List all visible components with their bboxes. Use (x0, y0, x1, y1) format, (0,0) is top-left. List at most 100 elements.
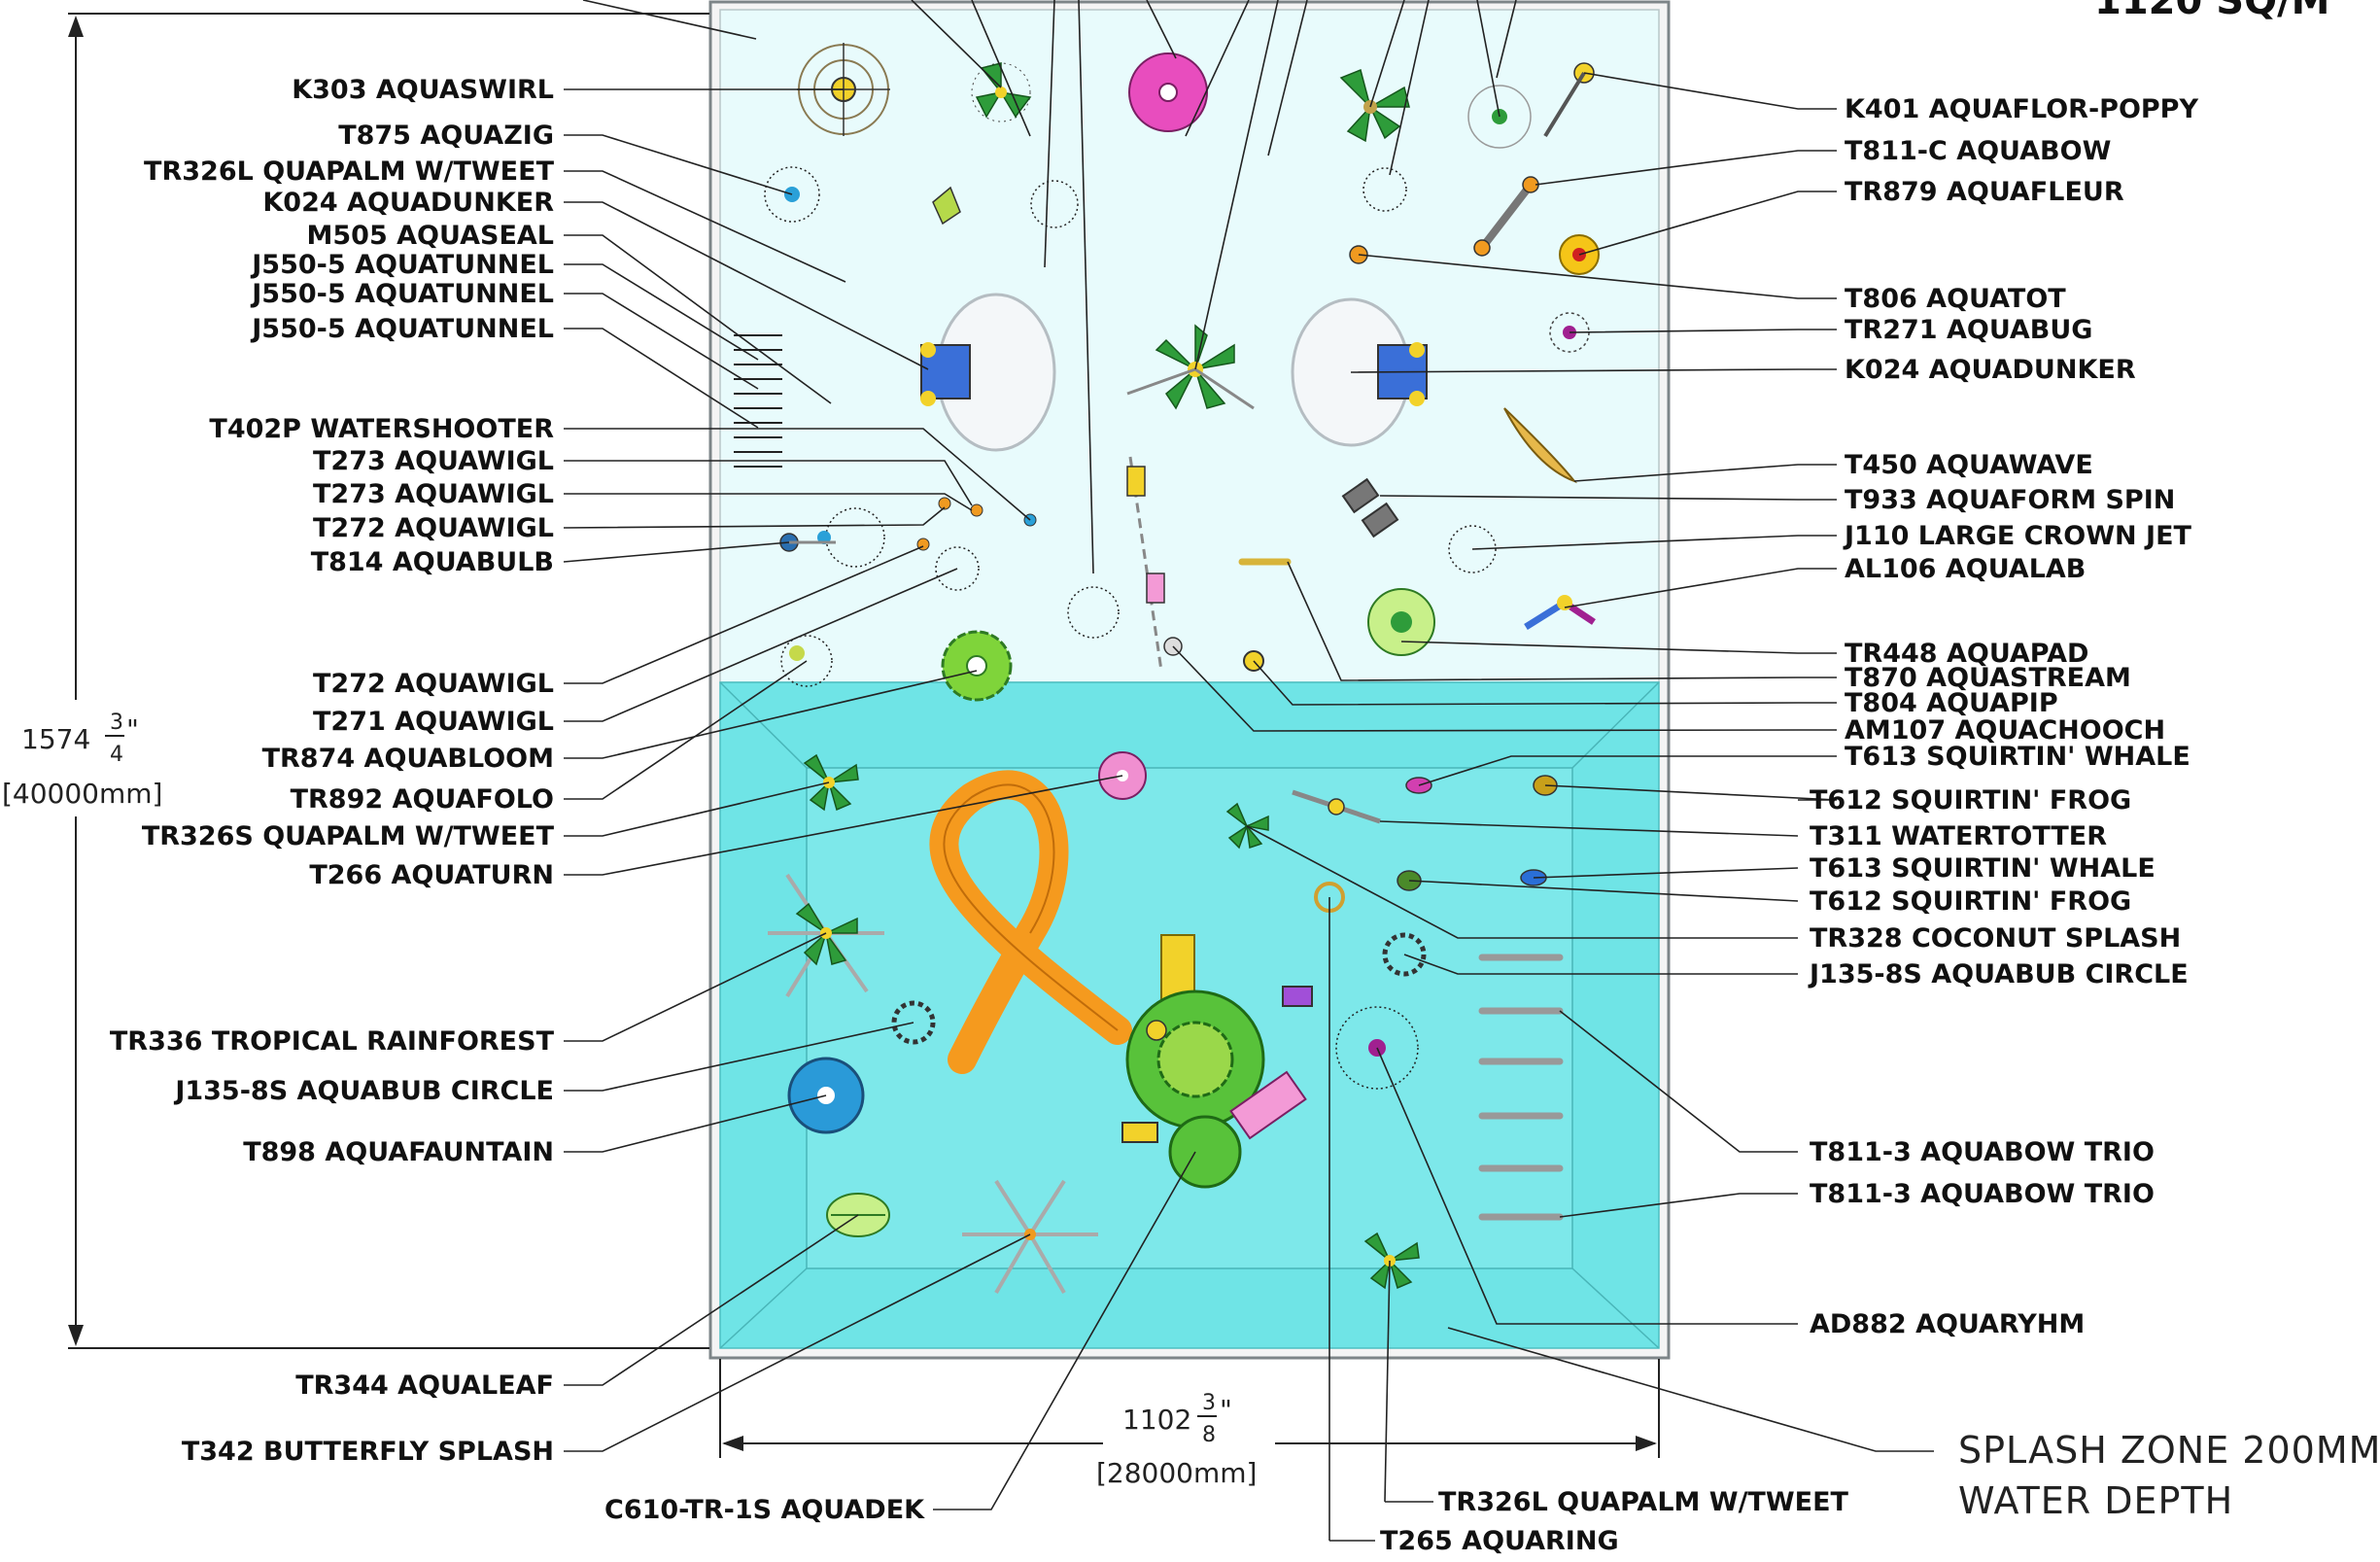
label-j550-aquatunnel: J550-5 AQUATUNNEL (250, 314, 554, 344)
label-tr879-aquafleur: TR879 AQUAFLEUR (1845, 177, 2124, 207)
label-t612-squirtin-frog: T612 SQUIRTIN' FROG (1810, 886, 2131, 917)
label-tr271-aquabug: TR271 AQUABUG (1845, 315, 2092, 345)
label-t898-aquafauntain: T898 AQUAFAUNTAIN (243, 1137, 554, 1167)
label-t613-squirtin-whale: T613 SQUIRTIN' WHALE (1810, 853, 2156, 884)
label-t875-aquazig: T875 AQUAZIG (338, 121, 554, 151)
width-imperial-den: 8 (1202, 1423, 1216, 1447)
aquachooch-icon (1126, 456, 1183, 672)
label-c610-aquadek: C610-TR-1S AQUADEK (604, 1495, 925, 1525)
label-m505-aquaseal: M505 AQUASEAL (307, 221, 554, 251)
aquabub-circle-icon (891, 1000, 936, 1045)
aquabub-circle-icon (1382, 932, 1427, 977)
aquaform-spin-icon (1341, 477, 1399, 538)
label-j135-aquabub-circle: J135-8S AQUABUB CIRCLE (173, 1076, 554, 1106)
label-j110-large-crown-jet: J110 LARGE CROWN JET (1843, 521, 2192, 551)
label-t402p-watershooter: T402P WATERSHOOTER (209, 414, 554, 444)
splash-zone-note: SPLASH ZONE 200MM (1958, 1429, 2380, 1472)
height-imperial-whole: 1574 (21, 723, 90, 755)
area-title: 1120 SQ/M (2094, 0, 2329, 23)
label-t933-aquaform-spin: T933 AQUAFORM SPIN (1845, 485, 2175, 515)
height-metric: [40000mm] (2, 778, 162, 810)
aquabloom-icon (941, 630, 1013, 702)
aquaflor-poppy-icon (1543, 62, 1595, 138)
aquabow-icon (1473, 176, 1539, 257)
spray-burst-icon (935, 546, 980, 591)
spray-burst-icon (1067, 586, 1120, 639)
label-tr326s-quapalm: TR326S QUAPALM W/TWEET (142, 821, 555, 851)
inch-mark: " (126, 713, 139, 746)
label-j550-aquatunnel: J550-5 AQUATUNNEL (250, 279, 554, 309)
right-labels-pool: T612 SQUIRTIN' FROG T311 WATERTOTTER T61… (1808, 785, 2189, 1339)
label-t870-aquastream: T870 AQUASTREAM (1845, 663, 2131, 693)
width-dimension: 1102 3 8 " [28000mm] (719, 1359, 1660, 1489)
label-t804-aquapip: T804 AQUAPIP (1845, 688, 2058, 718)
spray-burst-icon (1362, 167, 1407, 212)
spray-burst-icon (1030, 180, 1079, 228)
watertotter-icon (1292, 789, 1381, 824)
label-j135-aquabub-circle: J135-8S AQUABUB CIRCLE (1808, 959, 2189, 989)
water-depth-note: WATER DEPTH (1958, 1479, 2233, 1522)
label-j550-aquatunnel: J550-5 AQUATUNNEL (250, 250, 554, 280)
label-t271-aquawigl: T271 AQUAWIGL (313, 707, 554, 737)
label-t265-aquaring: T265 AQUARING (1380, 1526, 1619, 1556)
aquadek-structure-icon (929, 770, 1313, 1189)
label-t273-aquawigl: T273 AQUAWIGL (313, 479, 554, 509)
width-imperial-whole: 1102 (1122, 1404, 1191, 1436)
spray-burst-icon (1448, 525, 1497, 573)
tropical-rainforest-icon (768, 873, 884, 998)
aquazig-icon (932, 186, 961, 226)
label-tr448-aquapad: TR448 AQUAPAD (1845, 639, 2088, 669)
left-labels: K303 AQUASWIRL T875 AQUAZIG TR326L QUAPA… (110, 75, 555, 1467)
height-dimension: 1574 3 4 " [40000mm] (2, 13, 709, 1349)
label-t272-aquawigl: T272 AQUAWIGL (313, 513, 554, 543)
label-k024-aquadunker: K024 AQUADUNKER (262, 188, 554, 218)
label-k024-aquadunker: K024 AQUADUNKER (1845, 355, 2136, 385)
label-t613-squirtin-whale: T613 SQUIRTIN' WHALE (1845, 742, 2190, 772)
label-t814-aquabulb: T814 AQUABULB (311, 547, 554, 577)
bottom-labels: C610-TR-1S AQUADEK TR326L QUAPALM W/TWEE… (604, 1487, 1849, 1556)
height-imperial-num: 3 (110, 711, 123, 735)
label-ad882-aquaryhm: AD882 AQUARYHM (1810, 1309, 2085, 1339)
coconut-splash-icon (1225, 802, 1269, 850)
label-k401-aquaflor-poppy: K401 AQUAFLOR-POPPY (1845, 94, 2198, 124)
label-t811-3-aquabow-trio: T811-3 AQUABOW TRIO (1810, 1179, 2155, 1209)
aquadunker-icon (920, 293, 1056, 452)
aquabow-trio-icon (1478, 954, 1564, 1221)
label-t342-butterfly-splash: T342 BUTTERFLY SPLASH (182, 1437, 554, 1467)
label-t450-aquawave: T450 AQUAWAVE (1845, 450, 2093, 480)
pool-edge-line (719, 1267, 808, 1349)
pool-edge-line (1571, 681, 1660, 769)
label-t273-aquawigl: T273 AQUAWIGL (313, 446, 554, 476)
label-am107-aquachooch: AM107 AQUACHOOCH (1845, 715, 2165, 746)
label-tr336-tropical-rainforest: TR336 TROPICAL RAINFOREST (110, 1026, 555, 1057)
inch-mark: " (1220, 1394, 1232, 1426)
width-metric: [28000mm] (1096, 1457, 1257, 1489)
butterfly-splash-icon (962, 1179, 1098, 1295)
height-imperial-den: 4 (110, 743, 123, 767)
leader-lines (563, 0, 1934, 1541)
label-t272-aquawigl: T272 AQUAWIGL (313, 669, 554, 699)
label-tr874-aquabloom: TR874 AQUABLOOM (262, 744, 554, 774)
aqualab-icon (1524, 595, 1596, 630)
right-labels: K401 AQUAFLOR-POPPY T811-C AQUABOW TR879… (1843, 94, 2198, 772)
label-al106-aqualab: AL106 AQUALAB (1845, 554, 2086, 584)
label-t806-aquatot: T806 AQUATOT (1845, 284, 2066, 314)
label-t811c-aquabow: T811-C AQUABOW (1845, 136, 2111, 166)
spray-burst-icon (780, 635, 833, 687)
aquapad-icon (1367, 588, 1435, 656)
pool-edge-line (1571, 1267, 1660, 1349)
label-tr326l-quapalm: TR326L QUAPALM W/TWEET (1438, 1487, 1849, 1517)
label-tr328-coconut-splash: TR328 COCONUT SPLASH (1810, 923, 2181, 954)
label-t811-3-aquabow-trio: T811-3 AQUABOW TRIO (1810, 1137, 2155, 1167)
label-t266-aquaturn: T266 AQUATURN (309, 860, 554, 890)
label-tr344-aqualeaf: TR344 AQUALEAF (295, 1371, 554, 1401)
label-tr892-aquafolo: TR892 AQUAFOLO (291, 784, 554, 815)
label-tr326l-quapalm: TR326L QUAPALM W/TWEET (144, 156, 555, 187)
pool-edge-line (719, 681, 808, 769)
width-imperial-num: 3 (1202, 1391, 1216, 1415)
label-t612-squirtin-frog: T612 SQUIRTIN' FROG (1810, 785, 2131, 816)
label-k303-aquaswirl: K303 AQUASWIRL (292, 75, 554, 105)
pink-drum-icon (1128, 52, 1208, 132)
label-t311-watertotter: T311 WATERTOTTER (1810, 821, 2107, 851)
